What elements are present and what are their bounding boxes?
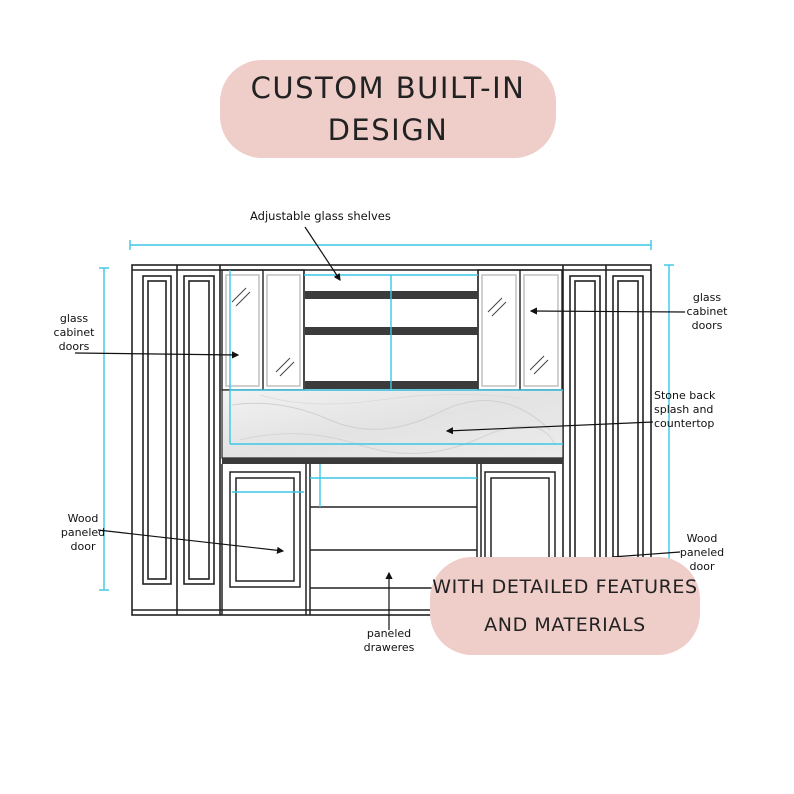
title-badge: CUSTOM BUILT-IN DESIGN	[220, 60, 556, 158]
countertop	[222, 458, 563, 464]
lower-left-door	[221, 464, 307, 615]
label-stone-backsplash: Stone back splash and countertop	[654, 389, 716, 430]
title-line-1: CUSTOM BUILT-IN	[250, 71, 526, 105]
leader-arrows	[74, 226, 686, 630]
features-line-1: WITH DETAILED FEATURES	[432, 576, 698, 598]
label-wood-door-right: Wood paneled door	[679, 532, 725, 573]
label-paneled-drawers: paneled draweres	[363, 627, 415, 654]
stone-backsplash	[221, 389, 564, 459]
label-adjustable-shelves: Adjustable glass shelves	[250, 209, 391, 223]
label-wood-door-left: Wood paneled door	[60, 512, 106, 553]
dimension-lines	[99, 240, 674, 591]
label-glass-doors-right: glass cabinet doors	[686, 291, 728, 332]
title-line-2: DESIGN	[327, 113, 449, 147]
left-tall-cabinets	[142, 265, 221, 615]
features-line-2: AND MATERIALS	[484, 614, 646, 636]
features-badge: WITH DETAILED FEATURES AND MATERIALS	[430, 557, 700, 655]
label-glass-doors-left: glass cabinet doors	[53, 312, 95, 353]
glass-glint-marks	[231, 287, 549, 377]
